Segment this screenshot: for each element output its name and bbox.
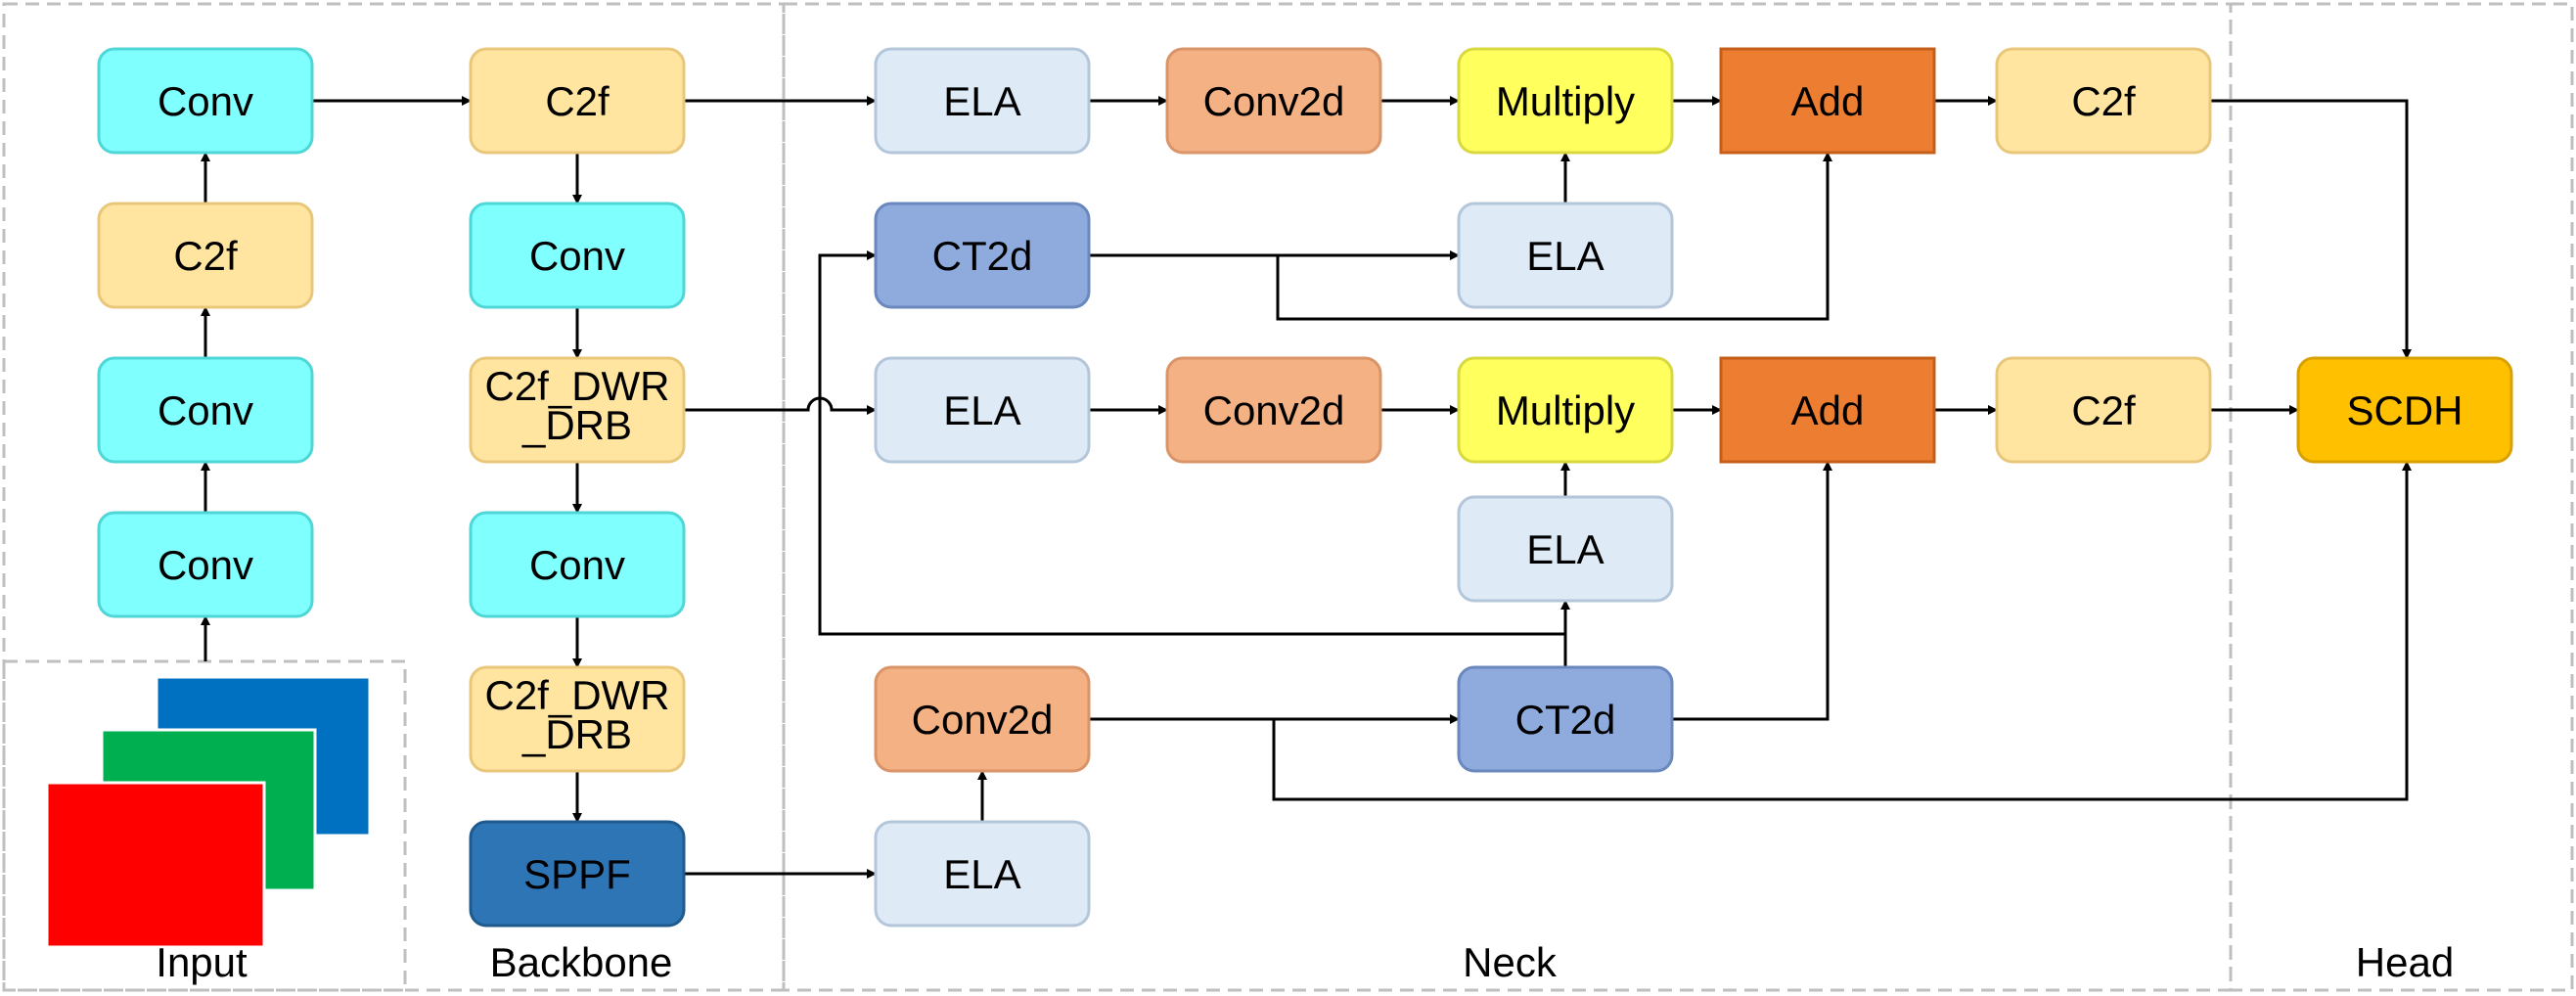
block-n-mul2-label: Multiply [1496,387,1635,433]
block-h-scdh-box [2296,356,2513,464]
block-n-ct2d1: CT2d [874,202,1091,309]
block-n-ela4-label: ELA [1526,526,1604,572]
block-in-conv2-box [97,356,314,464]
block-n-c2f1-label: C2f [2071,78,2136,124]
block-n-add2-label: Add [1791,387,1865,433]
block-n-conv2d2-box [1165,356,1382,464]
block-n-ct2d1-label: CT2d [932,233,1033,279]
block-n-ela5-label: ELA [943,851,1020,897]
block-n-add2-box [1719,356,1936,464]
block-bb-sppf-label: SPPF [523,851,631,897]
block-bb-dwr1-box [469,356,686,464]
block-bb-dwr1: C2f_DWR_DRB [469,356,686,464]
block-in-conv3-label: Conv [158,542,253,588]
block-n-ela4-box [1457,495,1674,603]
block-n-c2f2-box [1995,356,2212,464]
block-n-add1-box [1719,47,1936,155]
section-label-backbone: Backbone [490,939,673,985]
block-n-conv2d3-box [874,665,1091,773]
block-bb-conv1-label: Conv [529,233,625,279]
block-n-c2f1-box [1995,47,2212,155]
block-n-ct2d1-box [874,202,1091,309]
block-n-ela2-box [1457,202,1674,309]
section-labels: Input Backbone Neck Head [156,939,2454,985]
block-n-c2f1: C2f [1995,47,2212,155]
block-n-ela3: ELA [874,356,1091,464]
block-bb-conv2: Conv [469,511,686,618]
block-n-conv2d2: Conv2d [1165,356,1382,464]
block-n-ela1-box [874,47,1091,155]
block-in-conv1-box [97,47,314,155]
block-n-mul2: Multiply [1457,356,1674,464]
arrow-ct2d1-to-add1 [1276,152,1832,321]
section-label-head: Head [2356,939,2454,985]
block-n-mul1-box [1457,47,1674,155]
block-in-c2f-box [97,202,314,309]
block-bb-sppf: SPPF [469,820,686,928]
block-n-ela4: ELA [1457,495,1674,603]
block-n-conv2d3-label: Conv2d [912,697,1054,743]
block-n-conv2d2-label: Conv2d [1203,387,1345,433]
block-bb-dwr2-box [469,665,686,773]
block-bb-dwr2-label: C2f_DWR_DRB [484,672,669,757]
block-bb-c2f: C2f [469,47,686,155]
block-n-add1-label: Add [1791,78,1865,124]
block-in-c2f-label: C2f [173,233,238,279]
block-bb-dwr1-label: C2f_DWR_DRB [484,363,669,448]
block-n-mul1-label: Multiply [1496,78,1635,124]
block-n-ct2d2-box [1457,665,1674,773]
block-n-add1: Add [1719,47,1936,155]
block-n-conv2d3: Conv2d [874,665,1091,773]
block-h-scdh: SCDH [2296,356,2513,464]
block-n-ela3-box [874,356,1091,464]
connectors [201,96,2412,879]
blocks: ConvC2fConvConvC2fConvC2f_DWR_DRBConvC2f… [97,47,2513,928]
block-n-add2: Add [1719,356,1936,464]
block-bb-conv2-box [469,511,686,618]
block-n-ela3-label: ELA [943,387,1020,433]
block-n-ela1-label: ELA [943,78,1020,124]
block-n-conv2d1-label: Conv2d [1203,78,1345,124]
arrow-ct2d2-to-add2 [1672,461,1832,721]
block-n-ela2: ELA [1457,202,1674,309]
block-bb-sppf-box [469,820,686,928]
block-bb-conv1: Conv [469,202,686,309]
block-n-ct2d2-label: CT2d [1515,697,1616,743]
block-n-ct2d2: CT2d [1457,665,1674,773]
block-in-conv1: Conv [97,47,314,155]
block-n-ela5-box [874,820,1091,928]
block-bb-c2f-box [469,47,686,155]
block-in-conv3-box [97,511,314,618]
arrow-dwr-to-ela3 [684,396,877,415]
arrow-conv2d3-to-scdh [1272,461,2412,801]
section-label-neck: Neck [1463,939,1558,985]
block-n-mul1: Multiply [1457,47,1674,155]
section-head-frame [2229,2,2574,992]
block-n-conv2d1-box [1165,47,1382,155]
input-image-stack [45,675,372,949]
block-h-scdh-label: SCDH [2346,387,2463,433]
block-n-c2f2-label: C2f [2071,387,2136,433]
block-n-ela1: ELA [874,47,1091,155]
arrow-ct2d2-to-ct2d1 [818,250,1565,636]
block-in-c2f: C2f [97,202,314,309]
block-in-conv2-label: Conv [158,387,253,433]
block-in-conv2: Conv [97,356,314,464]
block-bb-conv1-box [469,202,686,309]
block-bb-conv2-label: Conv [529,542,625,588]
block-n-conv2d1: Conv2d [1165,47,1382,155]
arrow-c2f1-to-scdh [2210,99,2412,359]
block-bb-c2f-label: C2f [545,78,610,124]
block-n-c2f2: C2f [1995,356,2212,464]
block-in-conv1-label: Conv [158,78,253,124]
block-n-ela5: ELA [874,820,1091,928]
block-bb-dwr2: C2f_DWR_DRB [469,665,686,773]
section-label-input: Input [156,939,248,985]
input-layer-red [45,781,266,949]
block-n-ela2-label: ELA [1526,233,1604,279]
block-in-conv3: Conv [97,511,314,618]
block-n-mul2-box [1457,356,1674,464]
